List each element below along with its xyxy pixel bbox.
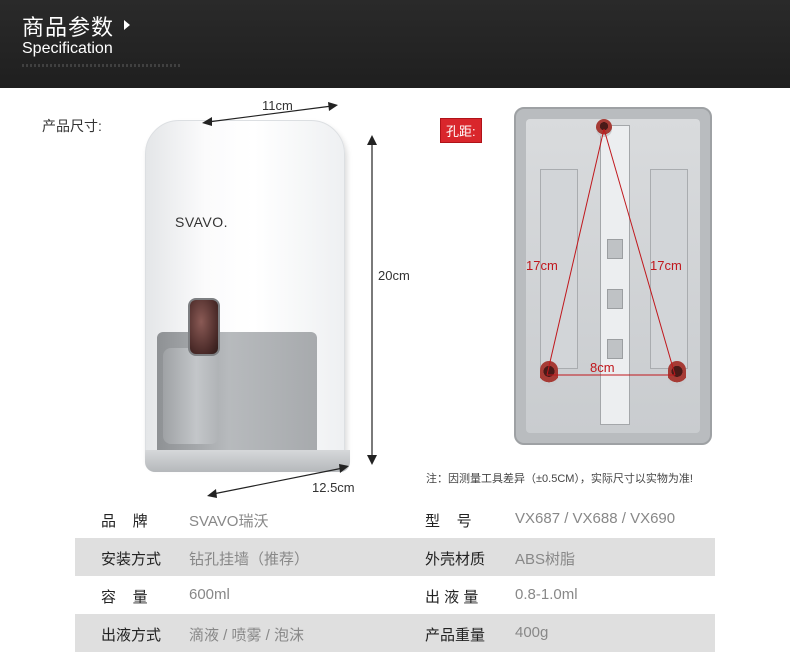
spec-key: 容 量	[101, 589, 148, 606]
spec-value: VX687 / VX688 / VX690	[515, 510, 676, 527]
hole-left-distance: 17cm	[526, 258, 558, 273]
spec-key: 品 牌	[101, 513, 148, 530]
hole-distance-lines	[546, 128, 676, 376]
dispenser-base	[145, 450, 350, 472]
spec-row: 出液方式 滴液 / 喷雾 / 泡沫 产品重量 400g	[75, 614, 715, 652]
spec-row: 容 量 600ml 出 液 量 0.8-1.0ml	[75, 576, 715, 614]
spec-key: 产品重量	[425, 627, 486, 644]
hole-right-distance: 17cm	[650, 258, 682, 273]
product-size-label: 产品尺寸:	[42, 118, 102, 134]
spec-value: 600ml	[189, 586, 230, 603]
spec-value: ABS树脂	[515, 551, 576, 568]
header-title-cn: 商品参数	[22, 15, 115, 40]
spec-table: 品 牌 SVAVO瑞沃 型 号 VX687 / VX688 / VX690 安装…	[75, 500, 715, 652]
spec-value: 钻孔挂墙（推荐）	[189, 551, 310, 568]
depth-arrow-icon	[207, 464, 349, 498]
spec-row: 品 牌 SVAVO瑞沃 型 号 VX687 / VX688 / VX690	[75, 500, 715, 538]
level-window	[188, 298, 220, 356]
rail-slot	[607, 239, 623, 259]
dispenser-image: SVAVO.	[145, 120, 350, 475]
dispenser-push-button	[163, 348, 219, 444]
rail-slot	[607, 289, 623, 309]
back-plate-image	[514, 107, 712, 445]
chevron-right-icon	[124, 20, 130, 30]
spec-row: 安装方式 钻孔挂墙（推荐） 外壳材质 ABS树脂	[75, 538, 715, 576]
spec-value: 滴液 / 喷雾 / 泡沫	[189, 627, 305, 644]
spec-value: SVAVO瑞沃	[189, 513, 269, 530]
back-plate-right-panel	[650, 169, 688, 369]
spec-value: 0.8-1.0ml	[515, 586, 578, 603]
spec-value: 400g	[515, 624, 549, 641]
hole-distance-label: 孔距:	[440, 118, 482, 143]
spec-header: 商品参数 Specification	[0, 0, 790, 88]
height-arrow-icon	[367, 135, 377, 465]
spec-key: 出 液 量	[425, 589, 479, 606]
spec-key: 型 号	[425, 513, 472, 530]
mount-hole-top	[596, 119, 612, 137]
height-dimension: 20cm	[378, 268, 410, 283]
brand-logo: SVAVO.	[175, 214, 229, 230]
hole-between-distance: 8cm	[590, 360, 615, 375]
rail-slot	[607, 339, 623, 359]
width-dimension: 11cm	[262, 98, 293, 113]
mount-hole-left	[540, 361, 558, 387]
depth-dimension: 12.5cm	[312, 480, 355, 495]
spec-key: 出液方式	[101, 627, 162, 644]
header-title-en: Specification	[22, 40, 113, 57]
header-decoration	[22, 64, 182, 67]
width-arrow-icon	[202, 102, 338, 126]
measurement-note: 注：因测量工具差异（±0.5CM），实际尺寸以实物为准!	[426, 473, 693, 485]
spec-key: 安装方式	[101, 551, 162, 568]
spec-key: 外壳材质	[425, 551, 486, 568]
